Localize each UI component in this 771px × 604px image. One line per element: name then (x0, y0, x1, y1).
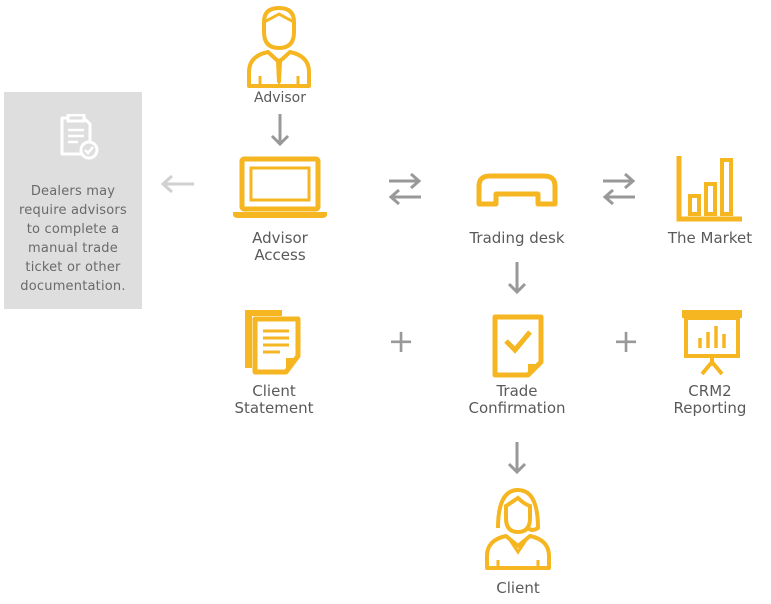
advisor-access-label: Advisor Access (252, 229, 308, 264)
bar-chart-icon (676, 154, 744, 222)
crm2-reporting-label: CRM2 Reporting (673, 382, 747, 417)
trading-desk-label: Trading desk (469, 229, 565, 247)
laptop-icon (232, 156, 328, 220)
advisor-label: Advisor (253, 90, 306, 106)
client-label: Client (496, 579, 540, 597)
checked-document-icon (492, 314, 544, 378)
client-person-icon (484, 488, 552, 570)
plus-right: + (612, 322, 640, 360)
exchange-arrows-desk-market (600, 170, 638, 212)
the-market-label: The Market (667, 229, 753, 247)
arrow-to-note (160, 174, 196, 198)
plus-left: + (387, 322, 415, 360)
presentation-board-icon (680, 308, 744, 376)
arrow-desk-to-confirmation (506, 260, 528, 300)
exchange-arrows-access-desk (386, 170, 424, 212)
clipboard-check-icon (58, 114, 100, 160)
arrow-advisor-to-access (269, 112, 291, 152)
documents-icon (242, 306, 304, 376)
client-statement-label: Client Statement (234, 382, 314, 417)
phone-handset-icon (476, 172, 558, 208)
manual-ticket-note-panel: Dealers may require advisors to complete… (4, 92, 142, 309)
advisor-person-icon (246, 6, 312, 88)
trade-confirmation-label: Trade Confirmation (468, 382, 566, 417)
manual-ticket-note-text: Dealers may require advisors to complete… (19, 184, 127, 294)
arrow-confirmation-to-client (506, 440, 528, 480)
